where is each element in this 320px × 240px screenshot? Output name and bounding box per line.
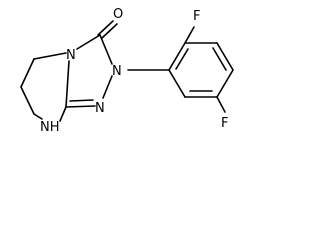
bond-c3-o-a [97, 20, 114, 36]
bond-nh-c8a [59, 106, 67, 122]
bond-ar5-f [216, 96, 226, 113]
bond-n2-n1 [102, 75, 113, 99]
nitrogen-triazole-label: N [95, 101, 105, 116]
fluorine-meta-label: F [221, 116, 228, 131]
aromatic-inner-bond-1 [175, 48, 189, 70]
bond-c3-o-b [101, 23, 118, 39]
nitrogen-aryl-label: N [112, 64, 122, 79]
bond-c3-n2 [99, 34, 113, 65]
bond-c7-nh [33, 113, 43, 120]
bond-n4-c3 [76, 34, 101, 50]
nh-label: NH [40, 120, 60, 135]
bond-ar4-ar5 [216, 69, 234, 98]
phenyl-ring-bonds [168, 42, 234, 98]
bond-c8a-n4 [65, 60, 70, 108]
bond-ar2-f [184, 26, 195, 44]
triazolone-ring-bonds [65, 34, 113, 108]
nitrogen-fused-label: N [66, 48, 76, 63]
bond-ar6-ar1 [168, 69, 186, 98]
bond-c5-c6 [20, 58, 35, 88]
bond-n1-c8a-inner [69, 99, 94, 102]
aromatic-inner-bond-2 [212, 47, 227, 71]
fluorine-ortho-label: F [193, 9, 200, 24]
bond-n4-c5 [33, 52, 67, 60]
molecule-structure: O N N N NH F F [20, 7, 234, 135]
pyrimidine-ring-bonds [20, 52, 70, 122]
bond-n1-c8a-outer [65, 105, 96, 108]
bond-ar3-ar4 [216, 42, 234, 71]
carbonyl-bonds [97, 20, 118, 39]
bond-c6-c7 [20, 86, 35, 115]
oxygen-label: O [113, 7, 123, 22]
bond-ar1-ar2 [168, 42, 186, 71]
